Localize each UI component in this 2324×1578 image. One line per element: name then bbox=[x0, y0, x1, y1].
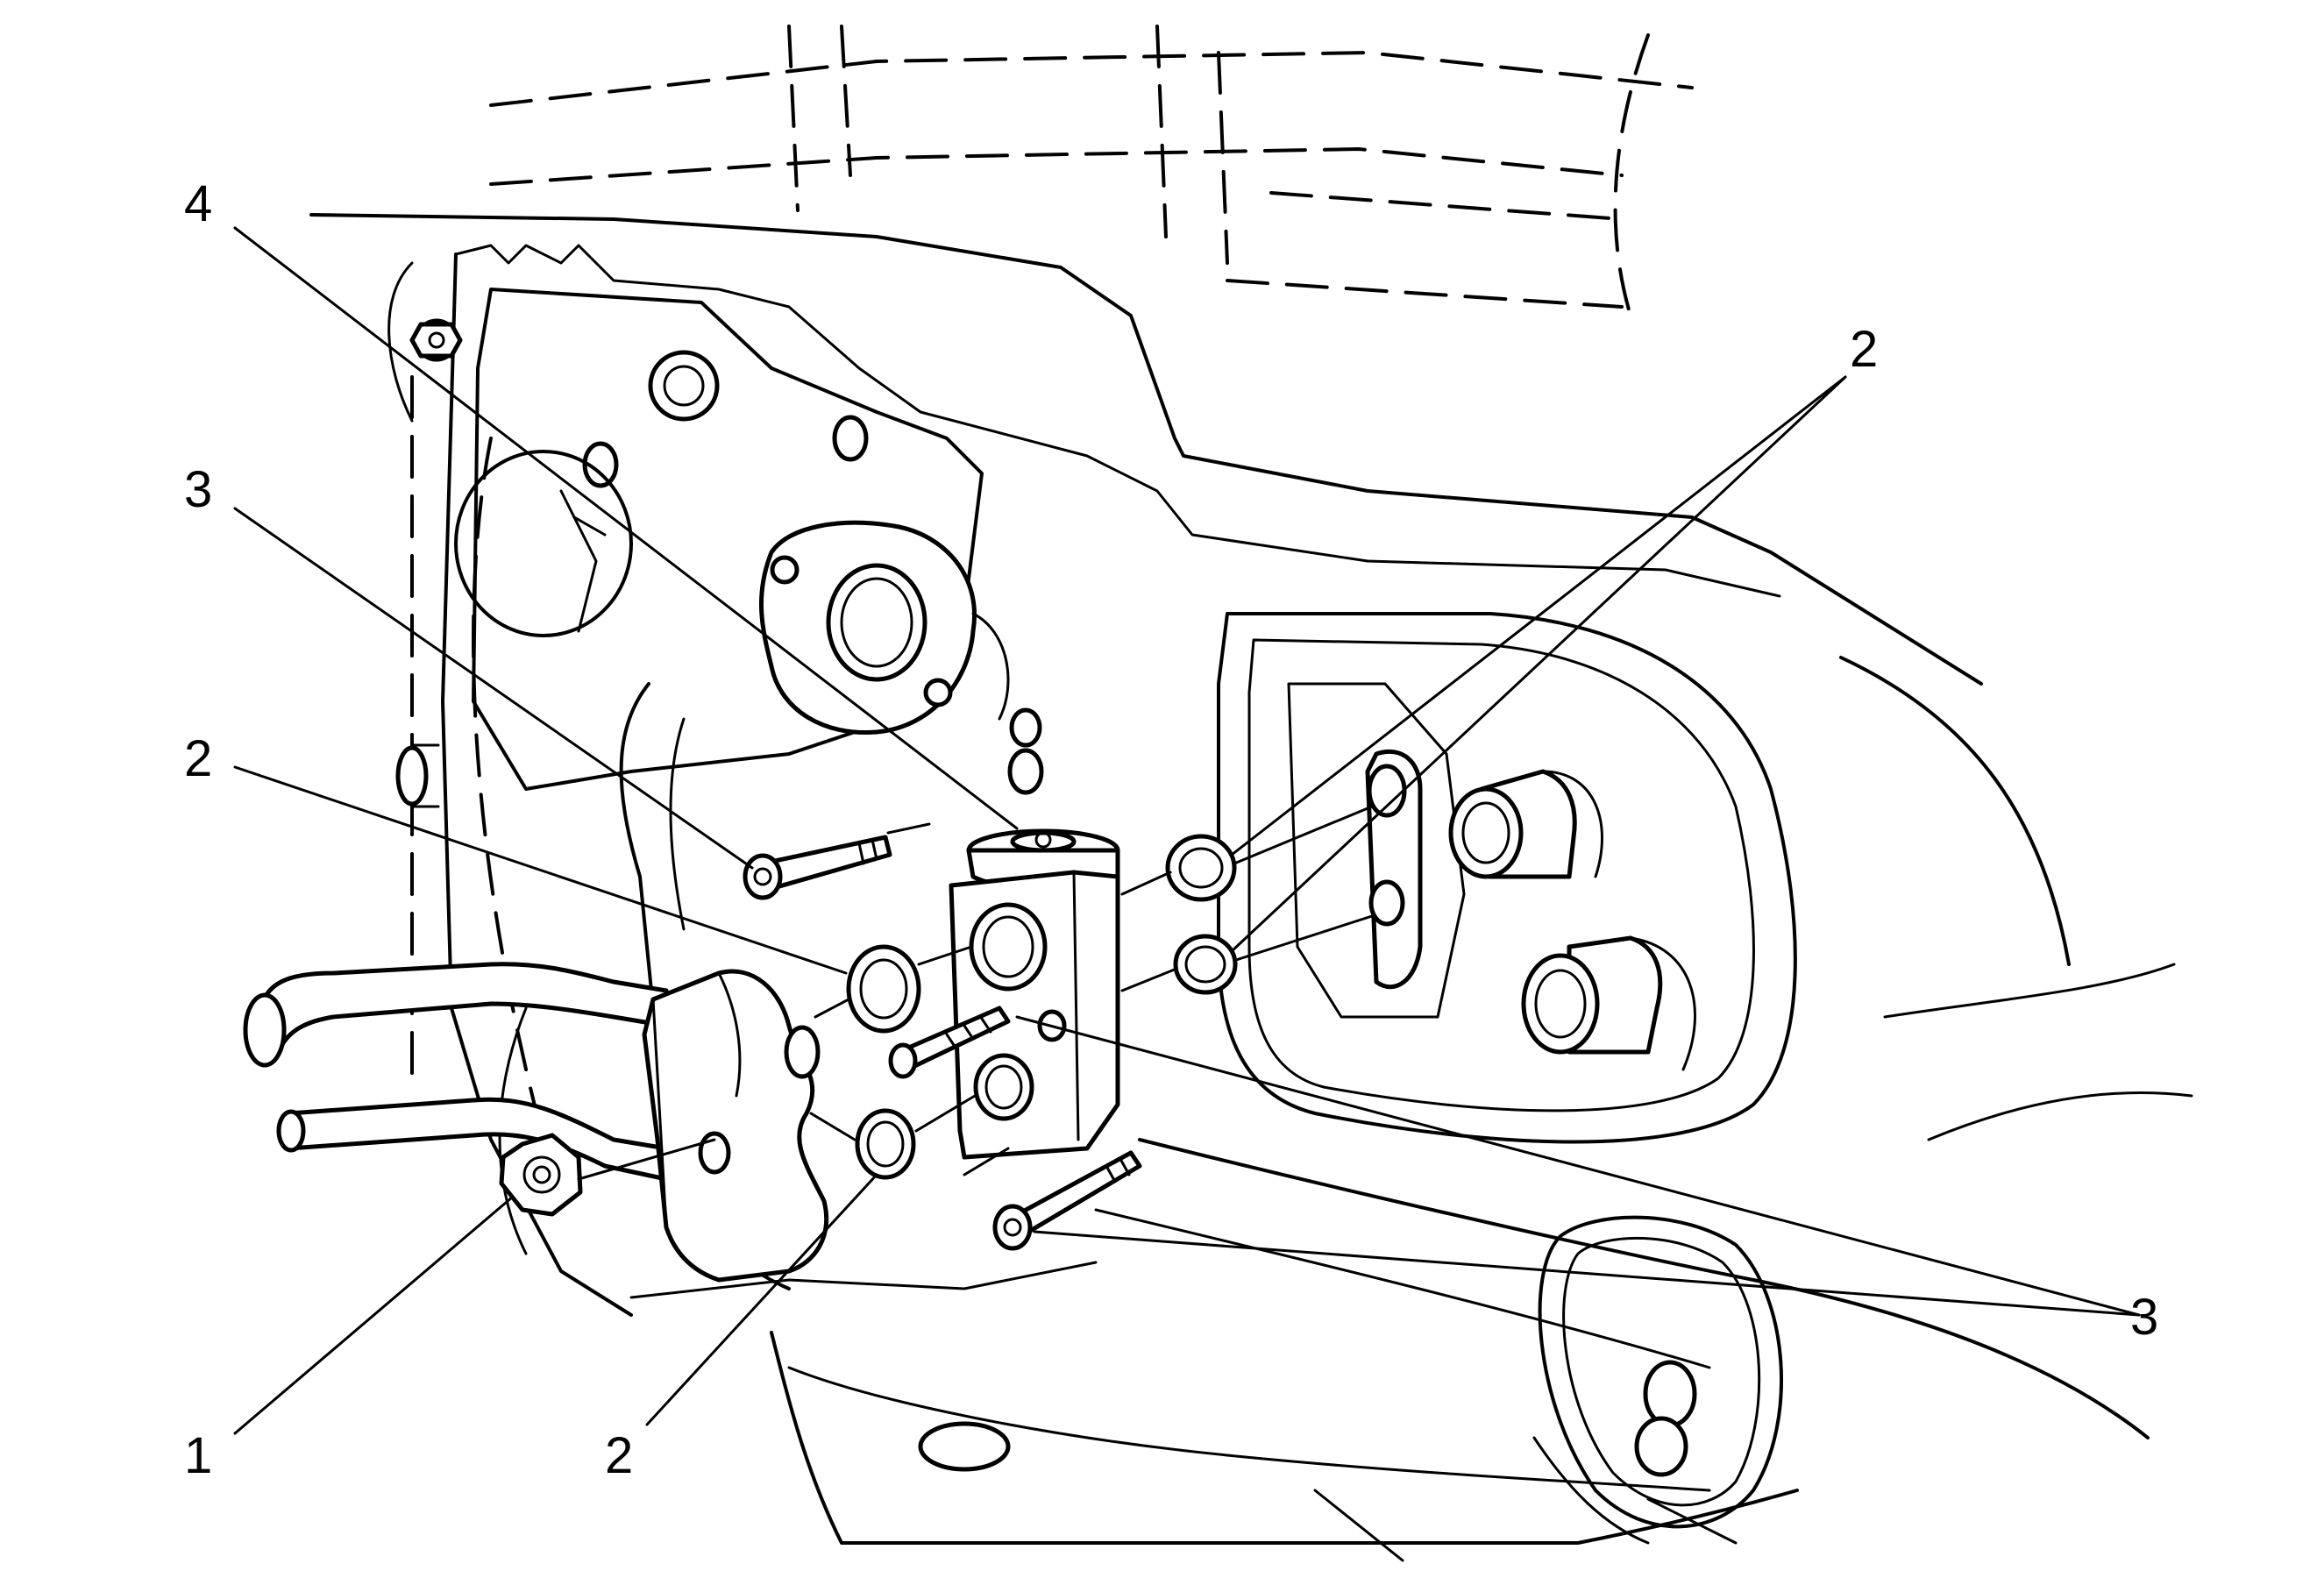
callout-2-left-label: 2 bbox=[184, 730, 212, 787]
callout-3-right-label: 3 bbox=[2130, 1289, 2158, 1346]
lower-port-nozzle bbox=[1521, 935, 1696, 1071]
left-round-opening bbox=[454, 450, 633, 637]
leader-callout-1 bbox=[233, 1195, 515, 1435]
seal-ring-upper-right bbox=[1165, 834, 1237, 902]
seal-ring-left bbox=[846, 944, 921, 1034]
lower-housing bbox=[770, 1331, 1799, 1562]
hex-nut bbox=[499, 1133, 583, 1217]
leader-callout-2-bottom bbox=[645, 1173, 878, 1426]
seal-ring-bottom bbox=[855, 1108, 916, 1180]
screw-lower bbox=[992, 1150, 1142, 1251]
lower-oval-opening bbox=[1538, 1215, 1783, 1529]
leader-callout-3-left bbox=[233, 507, 754, 870]
leader-callout-2-upper-a bbox=[1230, 375, 1847, 857]
upper-left-bolt bbox=[409, 318, 463, 362]
flange-plate bbox=[758, 520, 1010, 736]
line-block-fitting bbox=[642, 969, 829, 1283]
callout-3-left-label: 3 bbox=[184, 461, 212, 518]
leader-callout-2-upper-b bbox=[1230, 375, 1847, 953]
leader-callout-4 bbox=[233, 226, 1019, 830]
background-dashed-structure bbox=[410, 25, 1694, 1141]
callout-4-label: 4 bbox=[184, 175, 212, 232]
callout-2-top-right-label: 2 bbox=[1850, 321, 1878, 378]
alignment-lines bbox=[577, 805, 1374, 1181]
upper-port-nozzle bbox=[1448, 769, 1603, 879]
refrigerant-lines bbox=[243, 962, 669, 1182]
seal-ring-lower-right bbox=[1173, 934, 1238, 995]
callout-1-label: 1 bbox=[184, 1427, 212, 1484]
callout-labels: 4 3 2 2 2 1 3 bbox=[184, 175, 2158, 1484]
housing-outline bbox=[309, 213, 2193, 1439]
expansion-valve bbox=[888, 828, 1120, 1160]
leader-callout-2-left bbox=[233, 765, 848, 975]
callout-2-bottom-label: 2 bbox=[605, 1427, 633, 1484]
leader-callout-3-right-a bbox=[1033, 1230, 2141, 1317]
screw-upper bbox=[743, 835, 892, 900]
right-port-recess bbox=[1217, 612, 1797, 1144]
callout-leaders bbox=[233, 226, 2141, 1435]
side-stud bbox=[395, 743, 440, 808]
leader-callout-3-right-b bbox=[1015, 1015, 2141, 1317]
upper-bracket bbox=[409, 288, 1044, 795]
